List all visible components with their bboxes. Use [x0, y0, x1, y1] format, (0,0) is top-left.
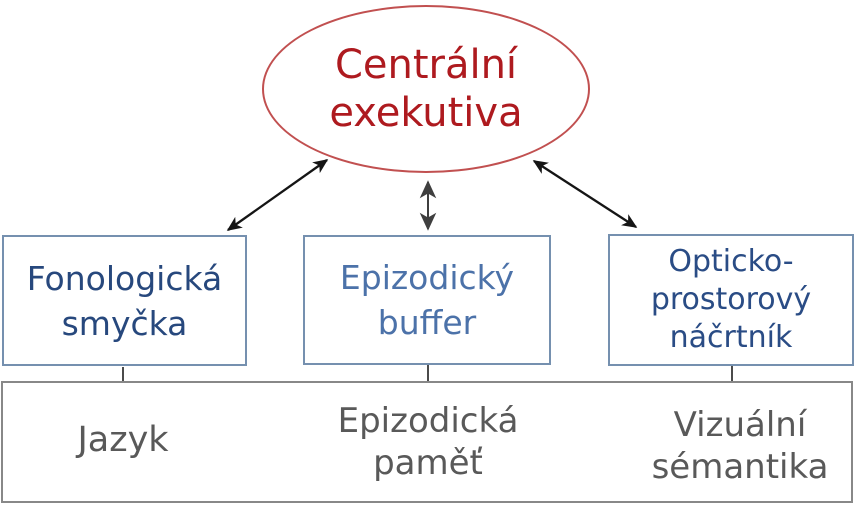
node-central-executive[interactable]: Centrální exekutiva [262, 5, 590, 173]
label-visual-semantics: Vizuální sémantika [652, 404, 829, 488]
label-language: Jazyk [77, 419, 168, 461]
node-visuospatial-sketchpad[interactable]: Opticko- prostorový náčrtník [608, 234, 854, 366]
node-phonological-loop[interactable]: Fonologická smyčka [2, 235, 247, 366]
label-episodic-memory-line1: Epizodická [337, 401, 519, 441]
node-episodic-buffer-label-line1: Epizodický [339, 258, 515, 297]
node-phonological-loop-label-line1: Fonologická [26, 258, 223, 298]
label-visual-semantics-line1: Vizuální [673, 405, 807, 445]
label-visual-semantics-line2: sémantika [651, 447, 829, 487]
node-visuospatial-sketchpad-label-line2: prostorový [650, 282, 812, 317]
label-episodic-memory-line2: paměť [373, 443, 483, 483]
node-phonological-loop-label-line2: smyčka [61, 303, 188, 343]
node-visuospatial-sketchpad-label-line3: náčrtník [669, 320, 793, 355]
arrow-central-to-phonological [226, 159, 329, 231]
node-central-executive-label-line2: exekutiva [329, 90, 523, 136]
label-episodic-memory: Epizodická paměť [338, 400, 519, 484]
node-episodic-buffer[interactable]: Epizodický buffer [303, 235, 551, 365]
bottom-band-long-term-memory [1, 381, 853, 503]
arrow-central-to-sketchpad [532, 160, 638, 228]
node-episodic-buffer-label-line2: buffer [377, 303, 477, 342]
node-central-executive-label-line1: Centrální [334, 42, 518, 88]
label-language-line1: Jazyk [77, 420, 169, 460]
node-visuospatial-sketchpad-label-line1: Opticko- [668, 244, 794, 279]
